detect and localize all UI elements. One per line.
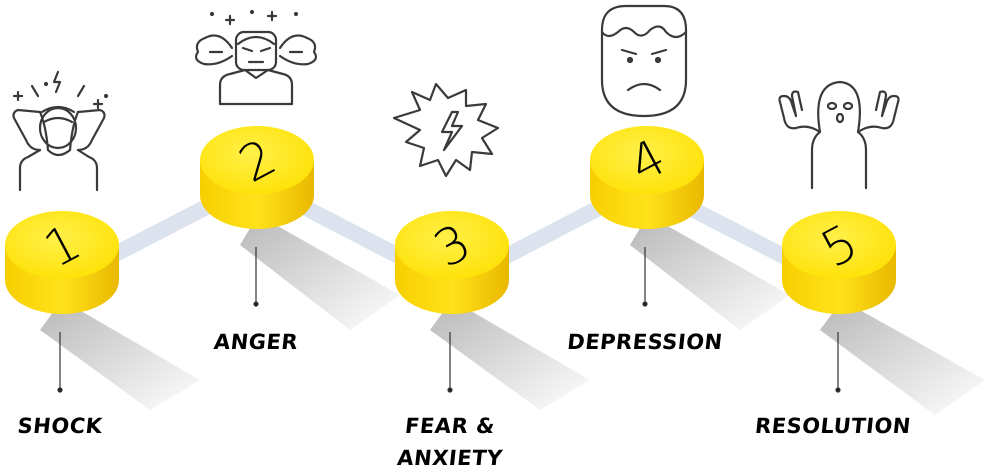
stage-1-label: SHOCK <box>16 414 104 438</box>
connector-1-2 <box>92 192 228 270</box>
disc-3: 3 <box>395 211 509 314</box>
lightning-burst-icon <box>392 82 500 178</box>
sad-face-icon <box>600 4 688 118</box>
stage-5-label: RESOLUTION <box>753 414 913 438</box>
disc-2: 2 <box>200 126 314 229</box>
disc-2-shadow <box>240 215 400 330</box>
disc-shadows <box>40 215 985 415</box>
connector-lines <box>92 192 803 270</box>
disc-1: 1 <box>5 211 119 314</box>
stage-2-label: ANGER <box>212 330 300 354</box>
disc-4: 4 <box>590 126 704 229</box>
disc-1-shadow <box>40 300 200 410</box>
stage-4-label: DEPRESSION <box>566 330 724 354</box>
stage-3-label: FEAR & ANXIETY <box>380 410 520 474</box>
connector-3-4 <box>487 194 618 270</box>
ghost-hands-up-icon <box>778 80 900 190</box>
connector-4-5 <box>682 200 803 270</box>
shocked-person-icon <box>12 70 109 192</box>
disc-4-shadow <box>630 215 790 330</box>
stage-3-label-line1: FEAR & <box>403 414 497 438</box>
pointer-lines <box>57 247 841 393</box>
disc-3-shadow <box>430 300 590 410</box>
connector-2-3 <box>292 197 418 270</box>
angry-person-icon <box>194 9 318 106</box>
disc-5-shadow <box>820 300 985 415</box>
disc-5: 5 <box>782 211 896 314</box>
stage-3-label-line2: ANXIETY <box>396 446 504 470</box>
